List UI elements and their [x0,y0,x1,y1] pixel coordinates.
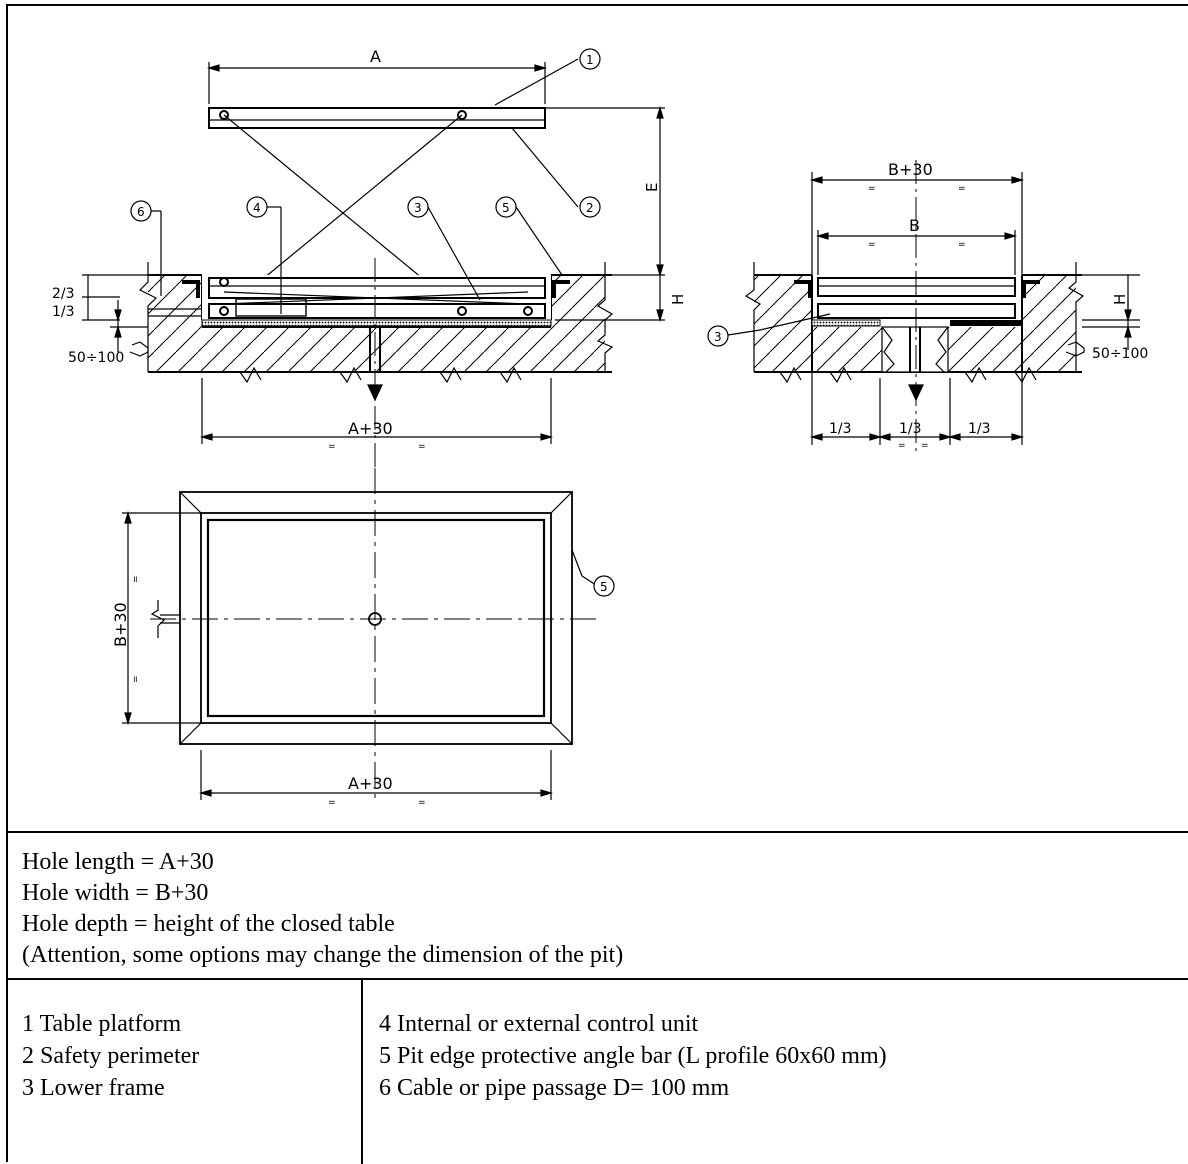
side-dim-h-label: H [669,294,687,305]
note-hole-depth: Hole depth = height of the closed table [22,911,395,937]
end-view [707,160,1140,455]
side-view [82,48,665,470]
end-third-label: 1/3 [829,421,852,437]
parts-legend: 1 Table platform 2 Safety perimeter 3 Lo… [6,978,1188,1164]
end-callout-3-label: 3 [714,330,722,344]
callout-3-label: 3 [414,201,422,215]
control-unit [235,298,307,317]
end-dim-b-label: B [909,216,920,235]
end-equal-mark: = [868,184,876,194]
end-third-label: 1/3 [899,421,922,437]
pivot-pin [219,110,229,120]
end-callout-3 [707,325,729,347]
callout-1 [579,48,601,70]
callout-2 [579,196,601,218]
note-hole-length: Hole length = A+30 [22,849,214,875]
legend-divider [361,980,363,1164]
end-equal-mark: = [868,240,876,250]
side-dim-e-label: E [643,183,661,192]
plan-callout-5 [593,575,615,597]
callout-6-label: 6 [137,205,145,219]
legend-column-1: 1 Table platform 2 Safety perimeter 3 Lo… [22,1008,199,1104]
end-dim-b30-label: B+30 [888,160,933,179]
legend-item: 5 Pit edge protective angle bar (L profi… [379,1043,887,1069]
lower-frame [201,319,552,327]
table-platform [208,107,546,129]
callout-2-label: 2 [586,201,594,215]
side-dim-two-thirds-label: 2/3 [52,286,75,302]
side-equal-mark-left: = [328,442,336,452]
callout-4 [246,196,268,218]
end-third-label: 1/3 [968,421,991,437]
plan-equal-mark: = [328,798,336,808]
plan-view [122,468,615,800]
legend-item: 1 Table platform [22,1011,182,1037]
side-dim-slab-label: 50÷100 [68,350,124,366]
end-dim-slab-label: 50÷100 [1092,346,1148,362]
plan-platform [206,518,546,718]
legend-column-2: 4 Internal or external control unit 5 Pi… [379,1008,887,1104]
callout-5-label: 5 [502,201,510,215]
side-dim-one-third-label: 1/3 [52,304,75,320]
legend-item: 6 Cable or pipe passage D= 100 mm [379,1075,730,1101]
plan-dim-b30-label: B+30 [111,602,130,647]
side-dim-a-label: A [370,47,381,66]
technical-drawing: A E H 2/3 1/3 50÷100 A+30 = = 1 2 6 4 3 … [52,47,1148,808]
end-equal-mark: = [898,441,906,451]
end-equal-mark: = [958,240,966,250]
plan-equal-mark: = [131,575,141,583]
legend-item: 4 Internal or external control unit [379,1011,699,1037]
legend-item: 2 Safety perimeter [22,1043,200,1069]
note-hole-width: Hole width = B+30 [22,880,209,906]
end-equal-mark: = [958,184,966,194]
callout-1-label: 1 [586,53,594,67]
drawing-frame [6,4,1188,1162]
plan-equal-mark: = [131,675,141,683]
callout-6 [130,200,152,222]
pivot-pin [457,110,467,120]
plan-callout-5-label: 5 [600,580,608,594]
angle-bar-right [552,280,570,298]
side-dim-a30-label: A+30 [348,419,393,438]
legend-item: 3 Lower frame [22,1075,165,1101]
note-attention: (Attention, some options may change the … [22,942,624,968]
side-equal-mark-right: = [418,442,426,452]
plan-dim-a30-label: A+30 [348,774,393,793]
cable-passage-hole [368,612,382,626]
end-equal-mark: = [921,441,929,451]
plan-equal-mark: = [418,798,426,808]
callout-4-label: 4 [253,201,261,215]
pit-outline [179,491,573,745]
angle-bar-left [182,280,200,298]
callout-3 [407,196,429,218]
callout-5 [495,196,517,218]
end-dim-h-label: H [1111,294,1129,305]
pit-notes: Hole length = A+30 Hole width = B+30 Hol… [6,831,1188,978]
